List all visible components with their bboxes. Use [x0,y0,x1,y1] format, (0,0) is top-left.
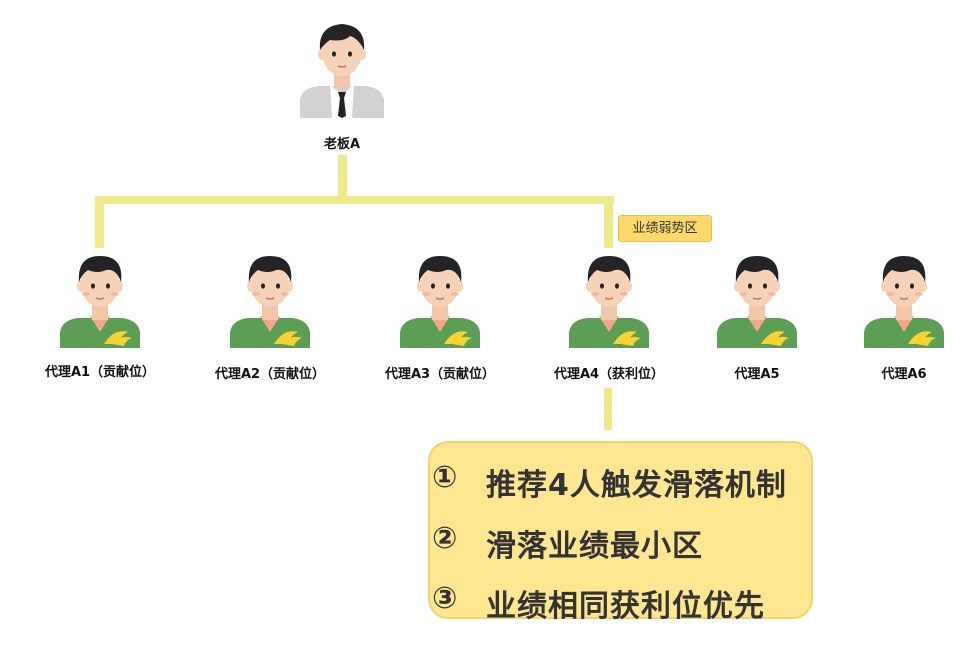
rule-1-number: ① [432,460,458,495]
agent-a2-avatar [228,252,312,352]
agent-a5-avatar [715,252,799,352]
boss-label: 老板A [323,137,361,152]
agent-a1-label: 代理A1（贡献位） [44,365,156,380]
rule-3-number: ③ [432,581,458,616]
agent-a6-label: 代理A6 [881,367,927,382]
agent-a5-label: 代理A5 [734,367,780,382]
agent-a1-avatar [58,252,142,352]
agent-a4-avatar [567,252,651,352]
boss-avatar [296,20,388,118]
rule-2-number: ② [432,521,458,556]
a4-down-line [604,388,612,430]
boss-stem-line [338,155,347,199]
rule-1-text: 推荐4人触发滑落机制 [486,468,787,503]
horizontal-connector-line [96,196,614,204]
agent-a3-label: 代理A3（贡献位） [384,367,496,382]
agent-a4-label: 代理A4（获利位） [553,367,665,382]
agent-a6-avatar [862,252,946,352]
weak-zone-tag: 业绩弱势区 [618,215,712,242]
a4-drop-line [604,196,613,248]
a1-drop-line [95,196,104,248]
agent-a3-avatar [398,252,482,352]
rule-3-text: 业绩相同获利位优先 [486,589,765,624]
agent-a2-label: 代理A2（贡献位） [214,367,326,382]
rule-2-text: 滑落业绩最小区 [486,529,703,564]
rules-box: ① 推荐4人触发滑落机制 ② 滑落业绩最小区 ③ 业绩相同获利位优先 [428,441,813,624]
